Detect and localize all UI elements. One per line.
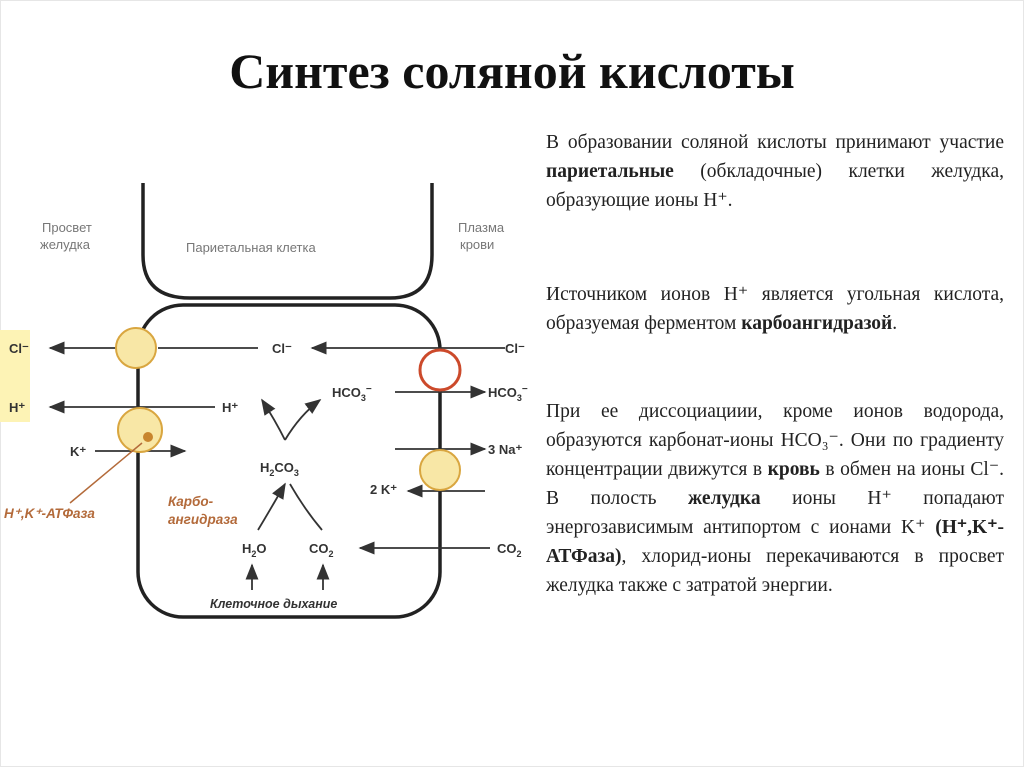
arrow-to-h2co3-right [289,483,323,531]
carbo-label-2: ангидраза [168,512,238,527]
label-k-left: K⁺ [70,444,86,459]
plasma-label-2: крови [460,237,494,252]
paragraph-2: Источником ионов H⁺ является угольная ки… [546,284,1004,334]
carbo-label: Карбо- [168,494,214,509]
label-hco3-inner: HCO3− [332,384,372,403]
respiration-label: Клеточное дыхание [210,597,337,611]
arrow-dissociation-hco3 [284,399,322,441]
arrow-dissociation-h [261,398,286,441]
co2-inner-label: CO2 [309,541,334,559]
atpase-pointer [69,442,143,504]
paragraph-3: При ее диссоциациии, кроме ионов водород… [546,401,1004,596]
atp-dot [143,432,153,442]
atpase-label: H⁺,K⁺-АТФаза [4,506,95,521]
lumen-label-2: желудка [40,237,91,252]
label-k-right: 2 K⁺ [370,482,397,497]
label-cl-left: Cl⁻ [9,341,29,356]
cell-label: Париетальная клетка [186,240,316,255]
cl-hco3-exchanger [418,348,462,392]
cl-channel-left [115,327,157,369]
lumen-label: Просвет [42,220,92,235]
na-k-atpase [419,449,461,491]
paragraph-1: В образовании соляной кислоты принимают … [546,132,1004,211]
label-cl-inner: Cl⁻ [272,341,292,356]
label-cl-right: Cl⁻ [505,341,525,356]
label-hco3-right: HCO3− [488,384,528,403]
label-co2-right: CO2 [497,541,522,559]
upper-cell-outline [141,183,434,300]
label-h-left: H⁺ [9,400,25,415]
plasma-label: Плазма [458,220,505,235]
lumen-highlight [0,330,30,422]
arrow-to-h2co3-left [257,482,286,531]
parietal-cell-diagram: Просвет желудка Париетальная клетка Плаз… [0,183,528,619]
h2o-label: H2O [242,541,267,559]
slide-title: Синтез соляной кислоты [229,43,795,99]
h2co3-label: H2CO3 [260,460,299,478]
label-na-right: 3 Na⁺ [488,442,522,457]
label-h-inner: H⁺ [222,400,238,415]
